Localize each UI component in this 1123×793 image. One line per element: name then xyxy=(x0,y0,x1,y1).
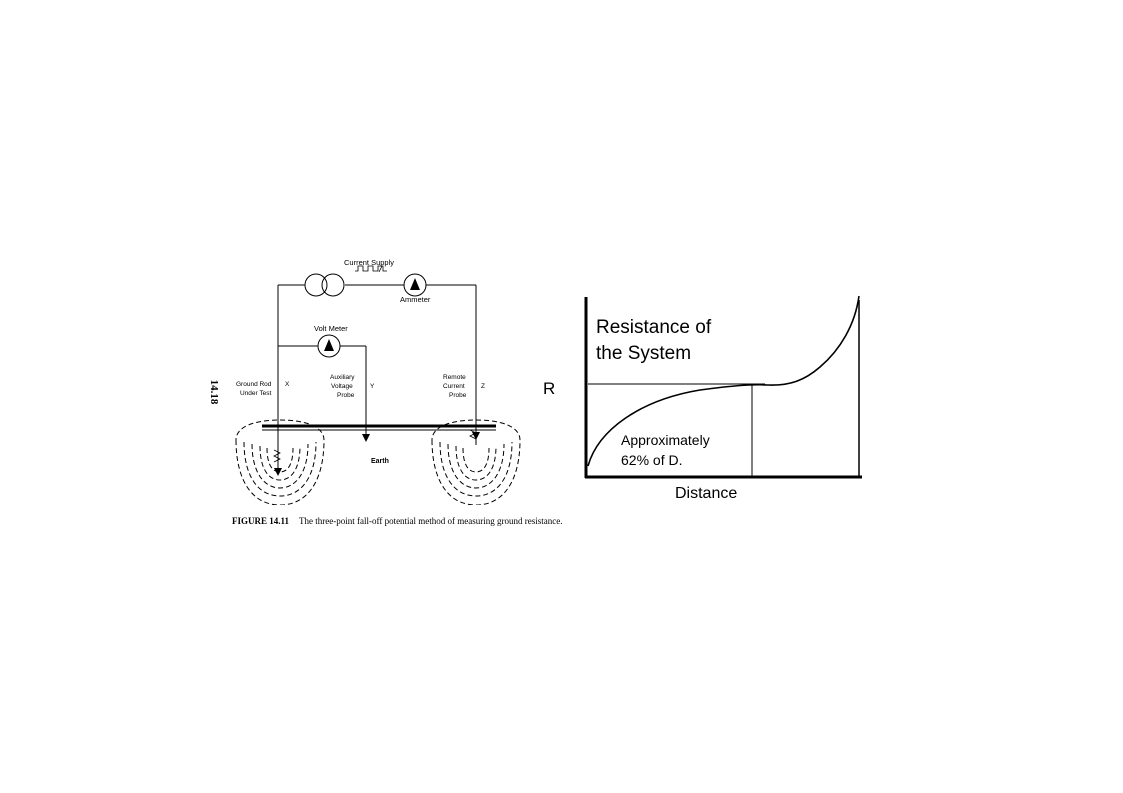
ammeter-label: Ammeter xyxy=(400,295,431,304)
ground-rod-label-2: Under Test xyxy=(240,390,272,397)
aux-probe-label-2: Voltage xyxy=(331,383,353,390)
resistance-curve xyxy=(587,295,860,467)
graph-title-line2: the System xyxy=(596,343,691,364)
graph-title-line1: Resistance of xyxy=(596,317,712,338)
current-supply-label: Current Supply xyxy=(344,258,394,267)
transformer-coil-right xyxy=(321,273,345,297)
y-axis-label: R xyxy=(543,379,555,398)
terminal-x-label: X xyxy=(285,381,290,388)
left-equipotential-shells xyxy=(235,419,325,505)
aux-probe-label-1: Auxiliary xyxy=(330,374,355,381)
terminal-z-label: Z xyxy=(481,383,485,390)
note-line2: 62% of D. xyxy=(621,452,682,468)
figure-number: FIGURE 14.11 xyxy=(232,516,290,526)
note-line1: Approximately xyxy=(621,432,710,448)
figure-caption: FIGURE 14.11 The three-point fall-off pot… xyxy=(232,516,563,526)
voltmeter-label: Volt Meter xyxy=(314,324,348,333)
remote-probe-label-2: Current xyxy=(443,383,465,390)
terminal-y-label: Y xyxy=(370,383,375,390)
caption-text: The three-point fall-off potential metho… xyxy=(299,516,563,526)
earth-label: Earth xyxy=(371,458,389,465)
remote-probe-label-1: Remote xyxy=(443,374,466,381)
transformer-coil-left xyxy=(304,273,328,297)
aux-probe-label-3: Probe xyxy=(337,392,355,399)
right-equipotential-shells xyxy=(431,419,521,505)
ground-rod-label-1: Ground Rod xyxy=(236,381,272,388)
x-axis-label: Distance xyxy=(675,485,737,502)
remote-probe-label-3: Probe xyxy=(449,392,467,399)
resistance-curve-diagram: Resistance of the System R Approximately… xyxy=(543,295,862,502)
circuit-diagram: Current Supply Ammeter Volt Meter Ground… xyxy=(235,258,521,505)
